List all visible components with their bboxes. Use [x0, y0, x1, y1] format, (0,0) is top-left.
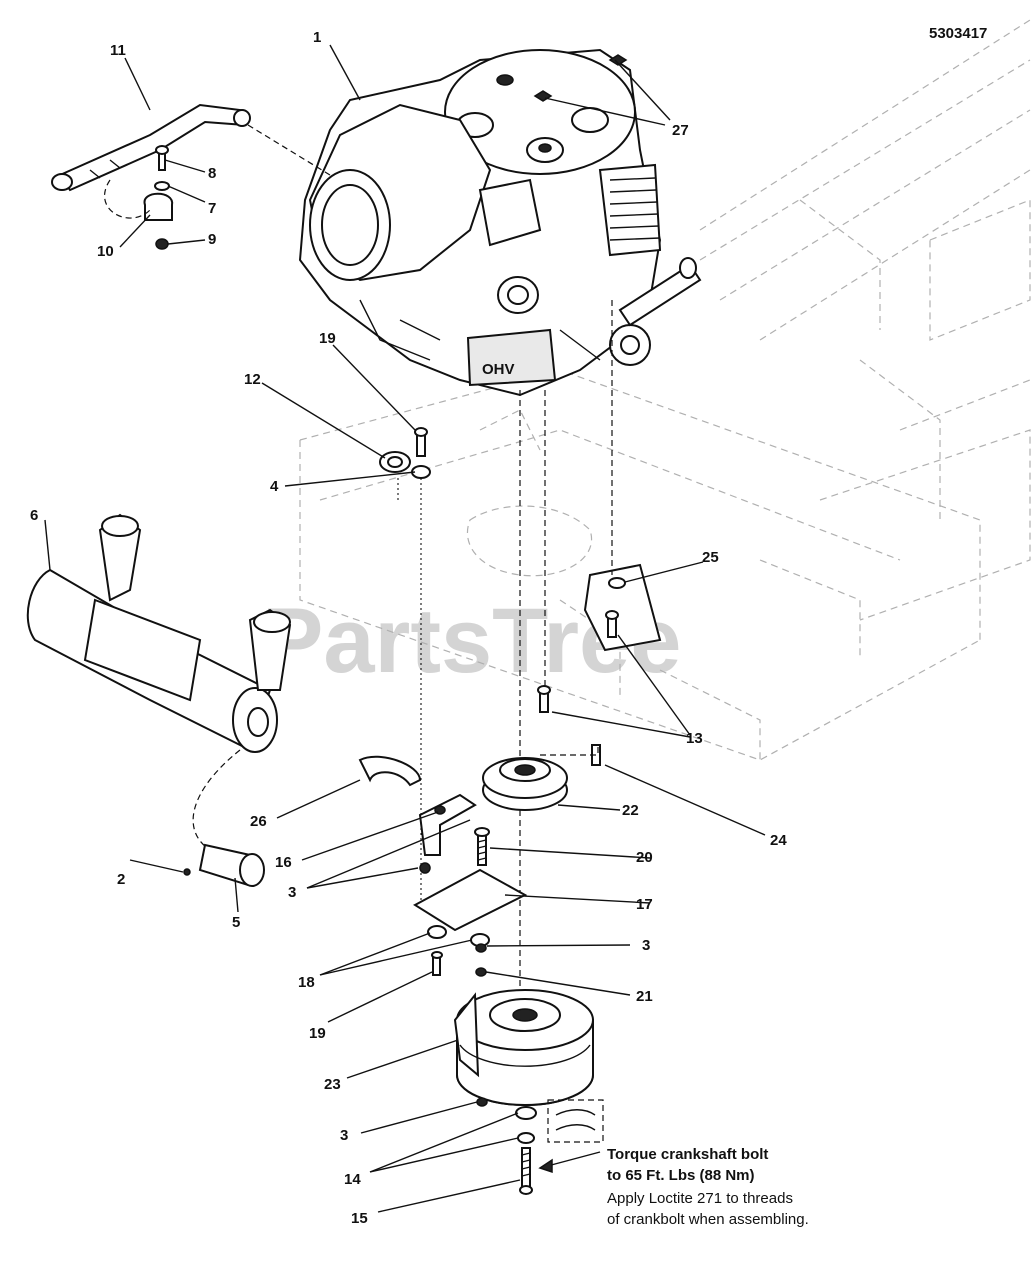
callout-2: 2 [117, 871, 125, 888]
clamp-dash [103, 179, 151, 219]
pipe-to-engine-line [247, 124, 331, 176]
callout-26: 26 [250, 813, 267, 830]
callout-11: 11 [110, 42, 126, 59]
muffler-tip [183, 843, 265, 887]
callout-7: 7 [208, 200, 216, 217]
gasket-and-bolt-top [379, 427, 431, 479]
callout-27: 27 [672, 122, 689, 139]
plate-17 [413, 868, 528, 932]
callout-14: 14 [344, 1171, 361, 1188]
leader-lines [44, 44, 766, 1213]
callout-19b: 19 [309, 1025, 326, 1042]
callout-1: 1 [313, 29, 321, 46]
callout-10: 10 [97, 243, 114, 260]
callout-3b: 3 [642, 937, 650, 954]
electric-clutch [453, 989, 594, 1106]
callout-25: 25 [702, 549, 719, 566]
muffler [26, 513, 292, 753]
note-line-2: to 65 Ft. Lbs (88 Nm) [607, 1167, 755, 1184]
callout-21: 21 [636, 988, 653, 1005]
callout-19a: 19 [319, 330, 336, 347]
diagram-id: 5303417 [929, 25, 987, 42]
callout-22: 22 [622, 802, 639, 819]
bracket [418, 793, 477, 874]
pulley [482, 757, 568, 811]
engine-badge: OHV [482, 361, 515, 378]
callout-9: 9 [208, 231, 216, 248]
bolt-13 [537, 685, 551, 713]
callout-6: 6 [30, 507, 38, 524]
note-line-3: Apply Loctite 271 to threads [607, 1190, 793, 1207]
callout-3a: 3 [288, 884, 296, 901]
key-dash [540, 745, 599, 756]
bolt-20 [474, 827, 490, 866]
spacer-detail [547, 1099, 604, 1143]
callout-15: 15 [351, 1210, 368, 1227]
note-line-4: of crankbolt when assembling. [607, 1211, 809, 1228]
callout-12: 12 [244, 371, 261, 388]
callout-23: 23 [324, 1076, 341, 1093]
callout-4: 4 [270, 478, 279, 495]
note-line-1: Torque crankshaft bolt [607, 1146, 768, 1163]
callout-labels: 5303417 1 2 3 3 3 4 5 6 7 8 9 10 11 12 1… [30, 25, 987, 1227]
muffler-to-tip [192, 749, 241, 851]
callout-20: 20 [636, 849, 653, 866]
callout-16: 16 [275, 854, 292, 871]
torque-note: Torque crankshaft bolt to 65 Ft. Lbs (88… [607, 1146, 809, 1228]
callout-17: 17 [636, 896, 653, 913]
callout-8: 8 [208, 165, 216, 182]
callout-13: 13 [686, 730, 703, 747]
exhaust-pipe [51, 103, 251, 192]
callout-18: 18 [298, 974, 315, 991]
crank-bolt-stack [476, 1097, 537, 1195]
clutch-strap [358, 755, 422, 787]
heat-shield [583, 563, 662, 652]
lower-hardware [427, 925, 490, 977]
callout-5: 5 [232, 914, 240, 931]
callout-3c: 3 [340, 1127, 348, 1144]
callout-24: 24 [770, 832, 787, 849]
engine: OHV [298, 48, 702, 397]
